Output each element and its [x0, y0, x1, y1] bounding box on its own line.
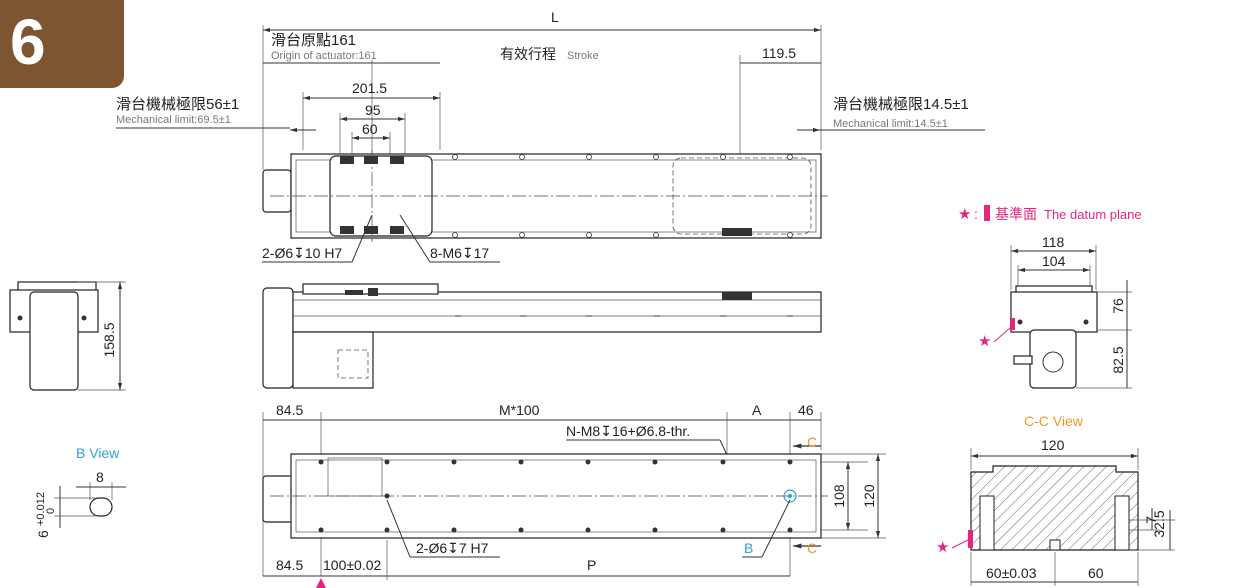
- mech-limit-right-en: Mechanical limit:14.5±1: [833, 118, 948, 130]
- thread-callout: N-M8↧16+Ø6.8-thr.: [566, 423, 690, 439]
- bview-tol-upper: +0.012: [35, 492, 47, 526]
- b-callout: B: [744, 540, 753, 556]
- end-view: 118 104 ★ 76 82.5: [978, 234, 1132, 389]
- dim-158-5: 158.5: [101, 322, 117, 357]
- datum-label-en: The datum plane: [1044, 207, 1142, 222]
- top-view: L 滑台原點161 Origin of actuator:161 有效行程 St…: [116, 9, 985, 263]
- section-c-bottom: C: [807, 540, 817, 556]
- origin-label: 滑台原點161: [271, 32, 356, 49]
- bview-tol-lower: 0: [45, 508, 57, 514]
- section-number: 6: [10, 6, 46, 78]
- dim-84-5-bottom: 84.5: [276, 557, 303, 573]
- hole-callout-bottom: 2-Ø6↧7 H7: [416, 540, 489, 556]
- dim-76: 76: [1110, 298, 1126, 314]
- cc-dim-60-tol: 60±0.03: [986, 565, 1037, 581]
- hole-callout-a: 2-Ø6↧10 H7: [262, 245, 342, 261]
- b-view: B View 8 6 +0.012 0: [35, 445, 126, 538]
- dim-100-tol: 100±0.02: [323, 557, 382, 573]
- dim-95: 95: [365, 102, 381, 118]
- datum-plane-swatch: [984, 205, 990, 221]
- mech-limit-left: 滑台機械極限56±1: [116, 96, 239, 113]
- datum-star-icon: ★: [958, 205, 971, 223]
- cc-dim-60: 60: [1088, 565, 1104, 581]
- bottom-view: 84.5 M*100 A 46 N-M8↧16+Ø6.8-thr. C C 10…: [262, 402, 886, 588]
- datum-label: 基準面: [995, 206, 1037, 222]
- dim-104: 104: [1042, 253, 1066, 269]
- side-view: [262, 283, 822, 389]
- dim-119-5: 119.5: [762, 45, 796, 61]
- dim-m100: M*100: [499, 402, 540, 418]
- b-view-title: B View: [76, 445, 120, 461]
- cc-view: C-C View 120 ★ 7 32.5 60±0.03 60: [936, 413, 1175, 586]
- datum-colon: :: [974, 206, 978, 222]
- dim-L: L: [551, 9, 559, 25]
- mech-limit-left-en: Mechanical limit:69.5±1: [116, 114, 231, 126]
- bview-tol-nominal: 6: [35, 530, 51, 538]
- origin-label-en: Origin of actuator:161: [271, 50, 377, 62]
- cc-dim-7: 7: [1143, 516, 1159, 524]
- stroke-label-en: Stroke: [567, 50, 599, 62]
- dim-84-5-top: 84.5: [276, 402, 303, 418]
- dim-p: P: [587, 557, 596, 573]
- datum-arrow-marker: [316, 578, 326, 588]
- section-c-top: C: [807, 434, 817, 450]
- hole-callout-b: 8-M6↧17: [430, 245, 489, 261]
- dim-82-5: 82.5: [1110, 346, 1126, 373]
- dim-a: A: [752, 402, 762, 418]
- section-badge: 6: [0, 0, 124, 88]
- datum-star-icon-cc: ★: [936, 538, 949, 556]
- dim-108: 108: [831, 484, 847, 508]
- datum-star-icon-end: ★: [978, 332, 991, 350]
- cc-dim-32-5: 32.5: [1151, 510, 1167, 537]
- dim-60: 60: [362, 121, 378, 137]
- dim-120: 120: [861, 484, 877, 508]
- stroke-label: 有效行程: [500, 46, 556, 62]
- dim-46: 46: [798, 402, 814, 418]
- cc-view-title: C-C View: [1024, 413, 1084, 429]
- mech-limit-right: 滑台機械極限14.5±1: [833, 96, 969, 113]
- datum-legend: ★ : 基準面 The datum plane: [958, 205, 1142, 223]
- left-end-view: 158.5: [9, 281, 126, 391]
- cc-dim-120: 120: [1041, 437, 1065, 453]
- dim-201-5: 201.5: [352, 80, 387, 96]
- dim-118: 118: [1042, 234, 1065, 250]
- bview-dim-8: 8: [96, 469, 104, 485]
